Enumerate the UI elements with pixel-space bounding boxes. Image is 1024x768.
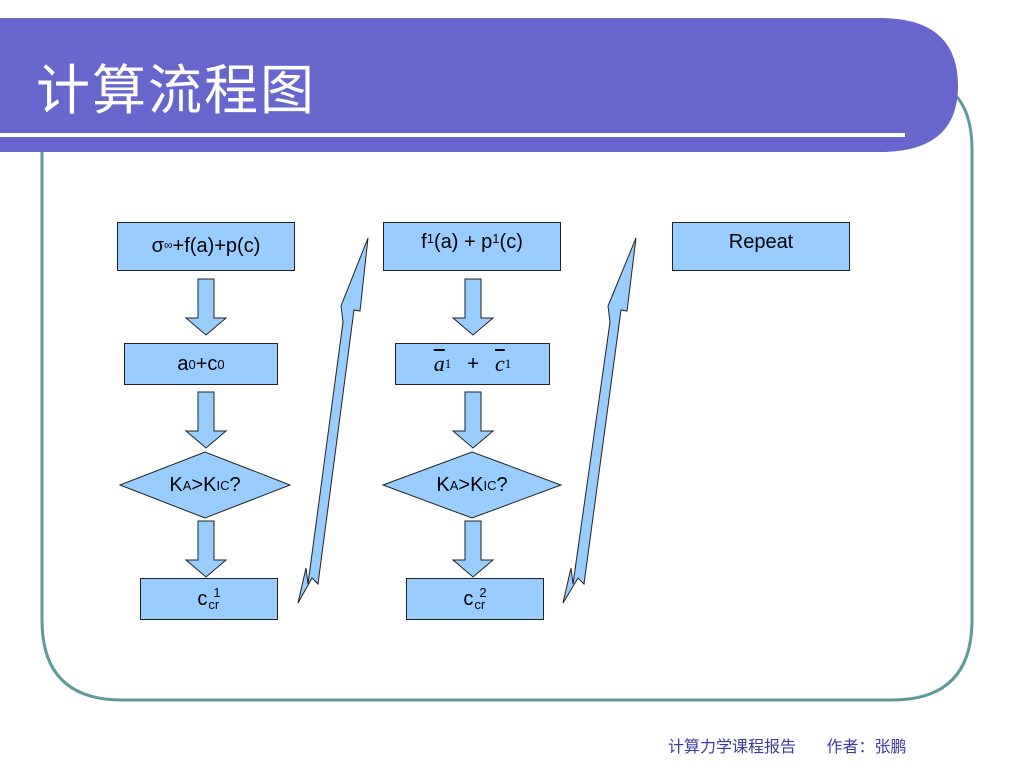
decision-1-ic-sub: IC [216,477,230,493]
footer: 计算力学课程报告 作者：张鹏 [668,733,907,757]
down-arrow-4 [451,278,495,336]
step-2-plus: + [467,352,479,375]
decision-2-gt-k: >K [458,473,484,496]
result-2-c: c [463,587,474,610]
step-1-plus-c: +c [195,352,218,375]
step-1-a-sub: 0 [188,356,196,372]
start-node-1-rest: +f(a)+p(c) [172,235,261,257]
down-arrow-3 [184,520,228,578]
page-title: 计算流程图 [36,59,316,122]
result-1-sub: cr [208,597,220,612]
decision-1-question: ? [229,473,241,496]
decision-2-question: ? [496,473,508,496]
diagonal-arrow-1 [297,237,369,604]
sigma-symbol: σ [151,235,164,257]
start-2-end: (c) [499,231,523,253]
down-arrow-2 [184,391,228,449]
content-frame [40,80,974,702]
start-2-p-sub: 1 [492,231,500,246]
decision-2-a-sub: A [449,477,459,493]
title-banner [0,18,958,152]
infinity-superscript: ∞ [163,237,173,252]
repeat-node: Repeat [672,222,850,271]
start-node-1: σ∞+f(a)+p(c) [117,222,295,271]
decision-diamond-2 [381,451,563,519]
result-2-sup: 2 [479,585,487,600]
down-arrow-1 [184,278,228,336]
step-2-a-bar: a [433,351,445,376]
step-2-a-sub: 1 [444,356,452,371]
decision-1-k: K [169,473,183,496]
start-2-f: f [421,231,427,253]
result-1-sup: 1 [213,585,221,600]
decision-diamond-1 [118,451,292,519]
down-arrow-5 [451,391,495,449]
repeat-label: Repeat [728,231,794,253]
step-2-c-sub: 1 [504,356,512,371]
down-arrow-6 [451,520,495,578]
step-1-a: a [177,352,189,375]
result-1-c: c [197,587,208,610]
step-2-c-bar: c [494,351,505,376]
start-2-mid: (a) + p [433,231,493,253]
footer-course: 计算力学课程报告 [668,737,797,756]
decision-2-ic-sub: IC [483,477,497,493]
decision-1-gt-k: >K [191,473,217,496]
result-2-sub: cr [474,597,486,612]
step-1-c-sub: 0 [217,356,225,372]
decision-1-a-sub: A [182,477,192,493]
decision-2-k: K [436,473,450,496]
diagonal-arrow-2 [562,237,637,604]
start-2-f-sub: 1 [426,231,434,246]
footer-author: 作者：张鹏 [826,737,907,756]
